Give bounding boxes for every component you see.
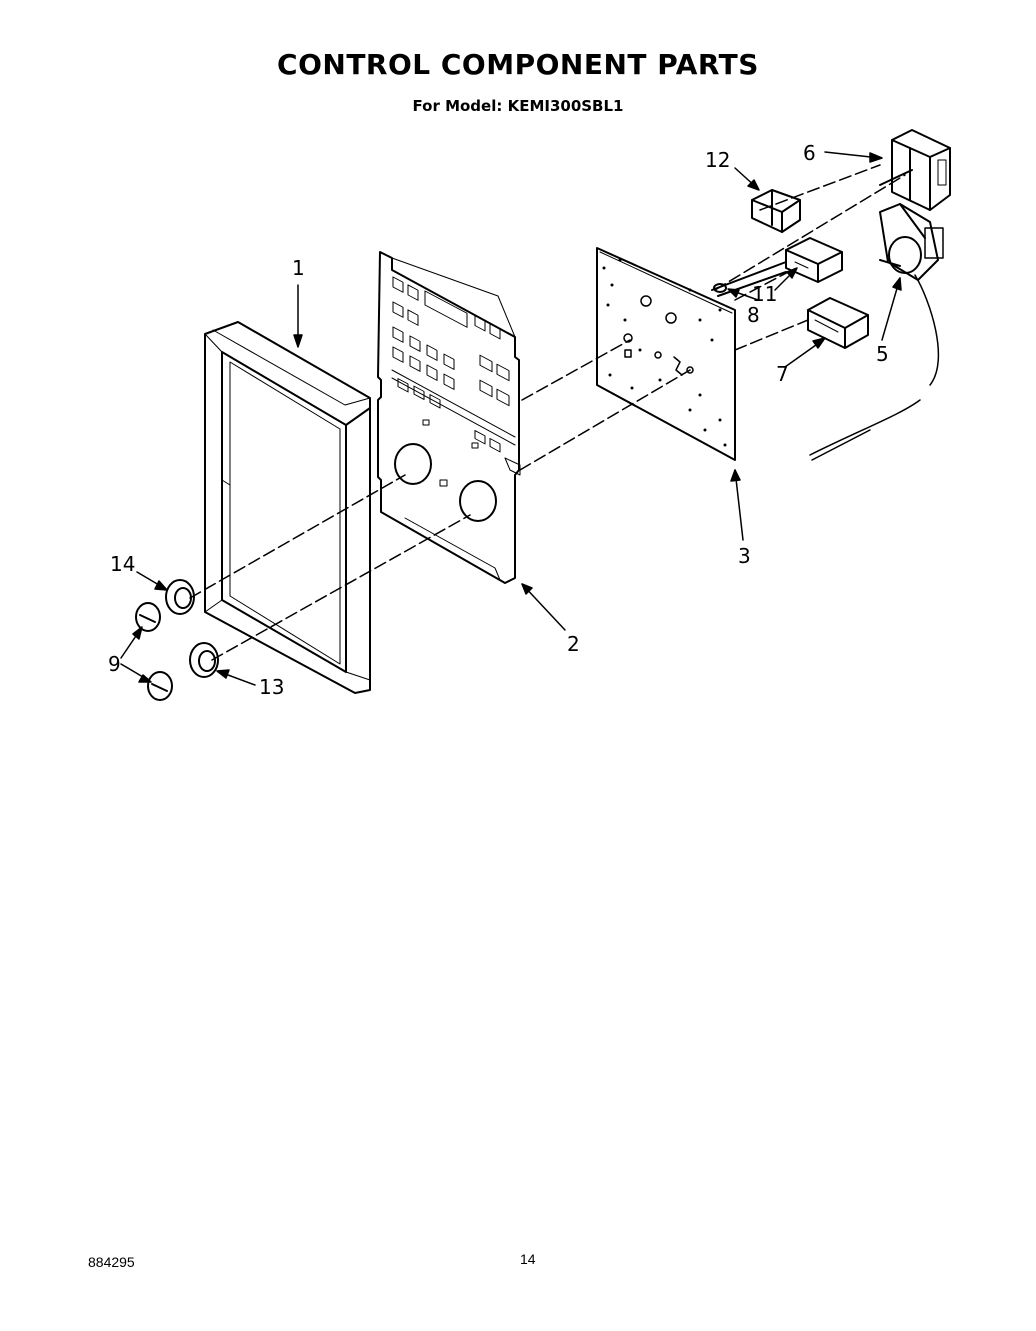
callout-3: 3 xyxy=(738,544,751,568)
part-11-relay xyxy=(785,237,843,283)
part-1-frame xyxy=(204,321,371,694)
part-3-circuit-board xyxy=(596,247,736,461)
leader-lines xyxy=(120,151,902,686)
part-12-component xyxy=(751,189,801,233)
callout-1: 1 xyxy=(292,256,305,280)
callout-7: 7 xyxy=(776,362,789,386)
callout-8: 8 xyxy=(747,303,760,327)
callout-6: 6 xyxy=(803,141,816,165)
model-subtitle: For Model: KEMI300SBL1 xyxy=(412,97,624,115)
callout-12: 12 xyxy=(705,148,730,172)
callout-13: 13 xyxy=(259,675,284,699)
part-9-knob-upper xyxy=(135,602,161,632)
callout-9: 9 xyxy=(108,652,121,676)
part-2-control-panel xyxy=(377,251,521,584)
part-9-knob-lower xyxy=(147,671,173,701)
callout-11: 11 xyxy=(752,282,777,306)
part-13-ring xyxy=(189,642,219,678)
page-title: CONTROL COMPONENT PARTS xyxy=(277,48,759,81)
part-8-wire xyxy=(711,261,787,297)
callout-5: 5 xyxy=(876,342,889,366)
part-6-component xyxy=(879,129,951,211)
document-number: 884295 xyxy=(88,1254,135,1270)
callout-14: 14 xyxy=(110,552,135,576)
part-5-motor xyxy=(809,203,944,461)
part-7-relay xyxy=(807,297,869,349)
part-14-ring xyxy=(165,579,195,615)
callout-2: 2 xyxy=(567,632,580,656)
page-number: 14 xyxy=(520,1251,536,1267)
callout-labels: 1 2 3 5 6 7 8 9 11 12 13 14 xyxy=(108,141,889,699)
